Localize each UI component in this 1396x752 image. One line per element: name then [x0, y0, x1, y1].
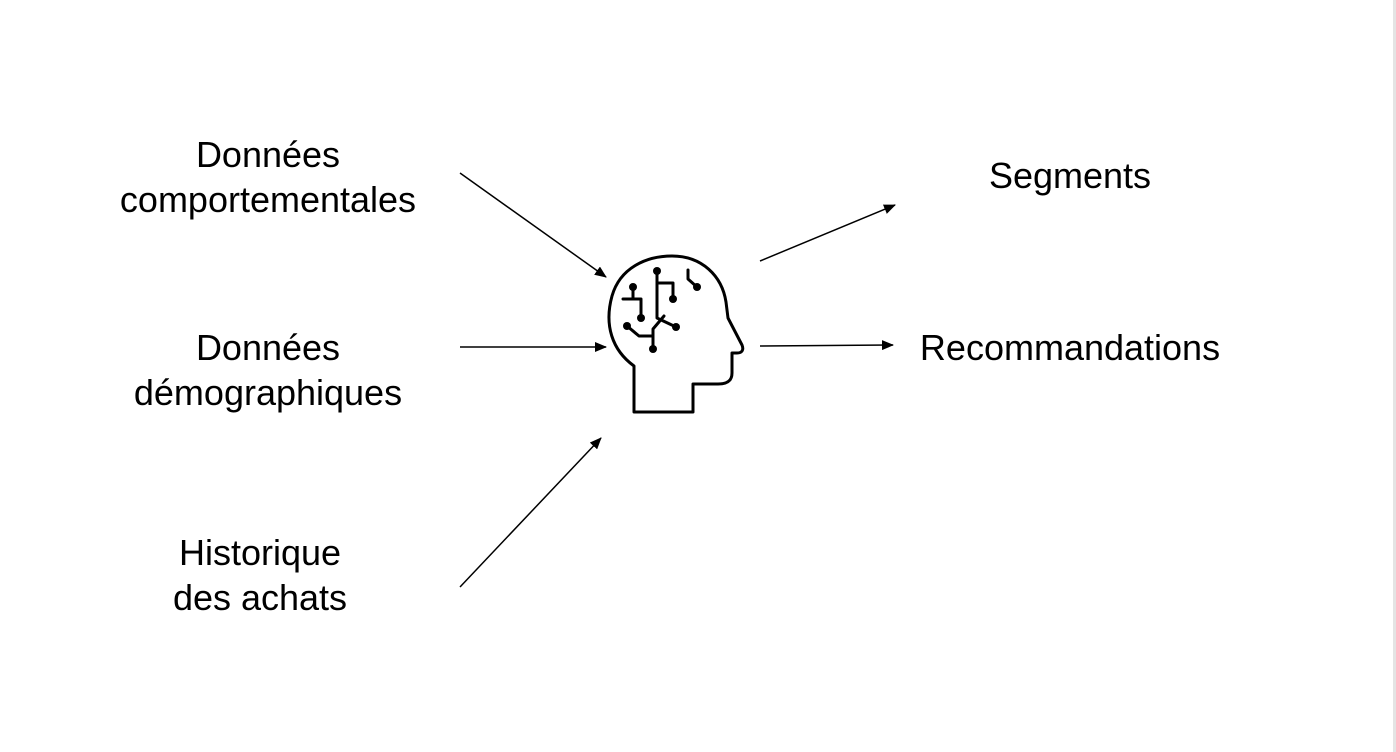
- input-demographic-line1: Données: [195, 327, 341, 368]
- output-recommendations-label: Recommandations: [919, 327, 1221, 368]
- circuit-nodes: [623, 267, 701, 353]
- input-behavioral-data-label: Données comportementales: [90, 132, 446, 222]
- arrow-behavioral-to-brain: [459, 172, 607, 278]
- input-purchase-history-label: Historique des achats: [90, 530, 430, 620]
- arrow-brain-to-segments: [759, 204, 896, 262]
- frame-right-edge: [1393, 0, 1396, 752]
- ai-brain-head-icon: [607, 254, 745, 414]
- input-history-line1: Historique: [178, 532, 342, 573]
- input-behavioral-line2: comportementales: [119, 179, 417, 220]
- input-behavioral-line1: Données: [195, 134, 341, 175]
- arrow-history-to-brain: [459, 437, 602, 588]
- arrow-brain-to-recommendations: [759, 340, 894, 351]
- input-demographic-data-label: Données démographiques: [90, 325, 446, 415]
- input-history-line2: des achats: [172, 577, 348, 618]
- output-segments-label: Segments: [988, 155, 1152, 196]
- input-demographic-line2: démographiques: [133, 372, 403, 413]
